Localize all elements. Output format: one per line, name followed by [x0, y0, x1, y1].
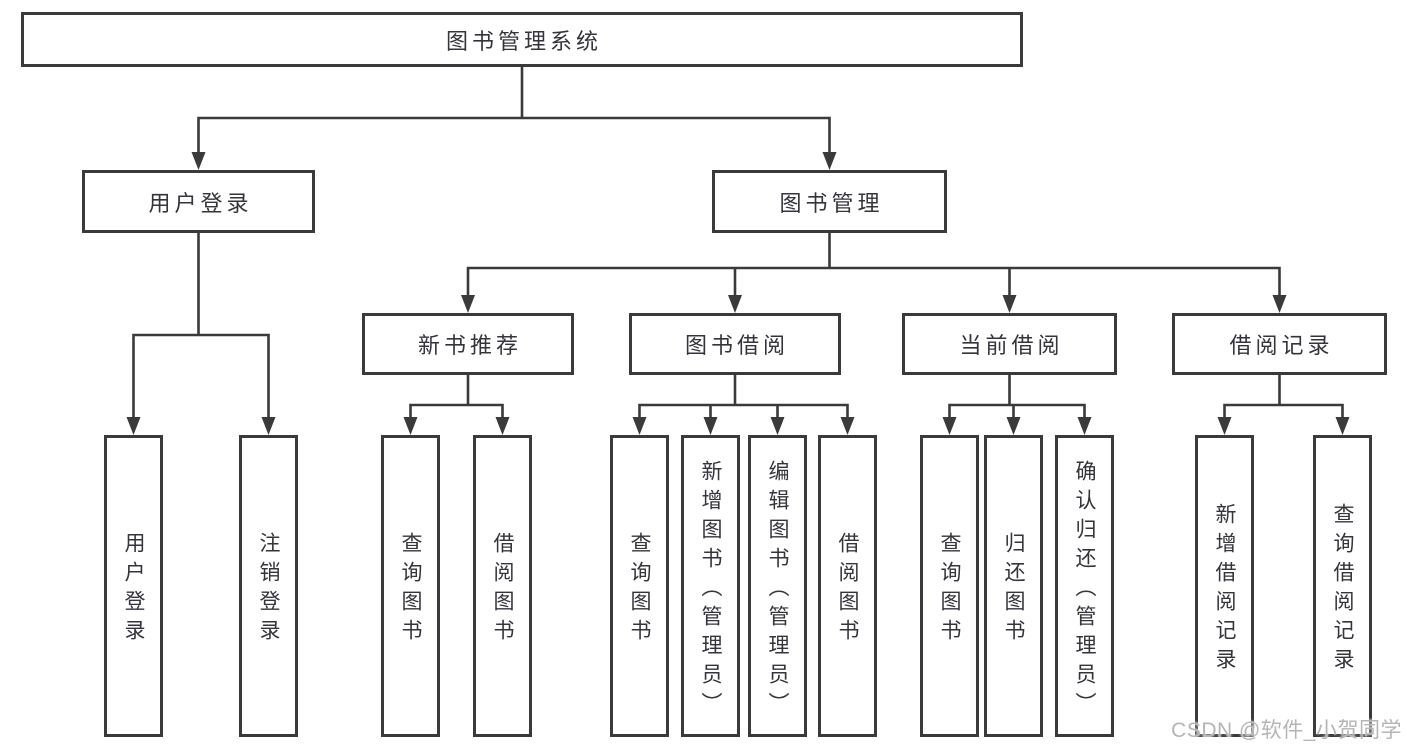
leaf-query-books-label: 查询图书 [628, 532, 651, 648]
leaf-borrow-books-recommend-label: 借阅图书 [491, 532, 514, 648]
arrowhead-icon [1335, 417, 1350, 435]
arrowhead-icon [1217, 417, 1232, 435]
leaf-return-books: 归还图书 [984, 435, 1043, 737]
node-current-borrowing-label: 当前借阅 [959, 333, 1064, 358]
arrowhead-icon [495, 417, 510, 435]
arrowhead-icon [126, 417, 141, 435]
leaf-query-borrow-record-label: 查询借阅记录 [1331, 503, 1354, 677]
node-root-system-label: 图书管理系统 [445, 28, 602, 54]
arrowhead-icon [728, 295, 742, 313]
arrowhead-icon [770, 417, 785, 435]
leaf-query-books-current-label: 查询图书 [938, 532, 961, 648]
leaf-confirm-return-admin: 确认归还（管理员） [1055, 435, 1114, 737]
leaf-logout: 注销登录 [239, 435, 298, 737]
leaf-add-borrow-record: 新增借阅记录 [1195, 435, 1254, 737]
node-book-management: 图书管理 [712, 170, 947, 233]
leaf-user-login-label: 用户登录 [122, 532, 145, 648]
leaf-query-borrow-record: 查询借阅记录 [1313, 435, 1372, 737]
leaf-borrow-books-recommend: 借阅图书 [473, 435, 532, 737]
leaf-edit-books-admin-label: 编辑图书（管理员） [766, 459, 789, 721]
leaf-query-books-recommend: 查询图书 [381, 435, 440, 737]
watermark: CSDN @软件_小贺同学 [1171, 719, 1402, 742]
arrowhead-icon [461, 295, 475, 313]
leaf-add-books-admin-label: 新增图书（管理员） [699, 459, 722, 721]
leaf-edit-books-admin: 编辑图书（管理员） [748, 435, 807, 737]
arrowhead-icon [703, 417, 718, 435]
leaf-add-borrow-record-label: 新增借阅记录 [1213, 503, 1236, 677]
arrowhead-icon [822, 152, 837, 170]
connector-path [132, 65, 1344, 423]
arrowhead-icon [261, 417, 276, 435]
leaf-return-books-label: 归还图书 [1002, 532, 1025, 648]
node-borrow-records-label: 借阅记录 [1229, 333, 1334, 358]
node-book-management-label: 图书管理 [779, 190, 884, 216]
leaf-add-books-admin: 新增图书（管理员） [681, 435, 740, 737]
node-book-borrowing-label: 图书借阅 [684, 333, 789, 358]
node-user-login-label: 用户登录 [148, 190, 253, 216]
node-borrow-records: 借阅记录 [1172, 313, 1387, 375]
arrowhead-icon [1006, 417, 1021, 435]
node-book-borrowing: 图书借阅 [629, 313, 841, 375]
arrowhead-icon [942, 417, 957, 435]
leaf-borrow-books-label: 借阅图书 [836, 532, 859, 648]
leaf-borrow-books: 借阅图书 [818, 435, 877, 737]
arrowhead-icon [1272, 295, 1287, 313]
leaf-query-books-recommend-label: 查询图书 [399, 532, 422, 648]
node-user-login: 用户登录 [82, 170, 315, 233]
leaf-confirm-return-admin-label: 确认归还（管理员） [1073, 459, 1096, 721]
node-root-system: 图书管理系统 [21, 12, 1023, 67]
arrowhead-icon [403, 417, 418, 435]
leaf-logout-label: 注销登录 [257, 532, 280, 648]
arrowhead-icon [191, 152, 206, 170]
node-new-book-recommend-label: 新书推荐 [417, 333, 522, 358]
arrowhead-icon [1002, 295, 1017, 313]
leaf-query-books-current: 查询图书 [920, 435, 979, 737]
leaf-query-books: 查询图书 [610, 435, 669, 737]
node-current-borrowing: 当前借阅 [902, 313, 1117, 375]
node-new-book-recommend: 新书推荐 [362, 313, 574, 375]
leaf-user-login: 用户登录 [104, 435, 163, 737]
arrowhead-icon [632, 417, 647, 435]
arrowhead-icon [1077, 417, 1092, 435]
arrowhead-icon [840, 417, 855, 435]
